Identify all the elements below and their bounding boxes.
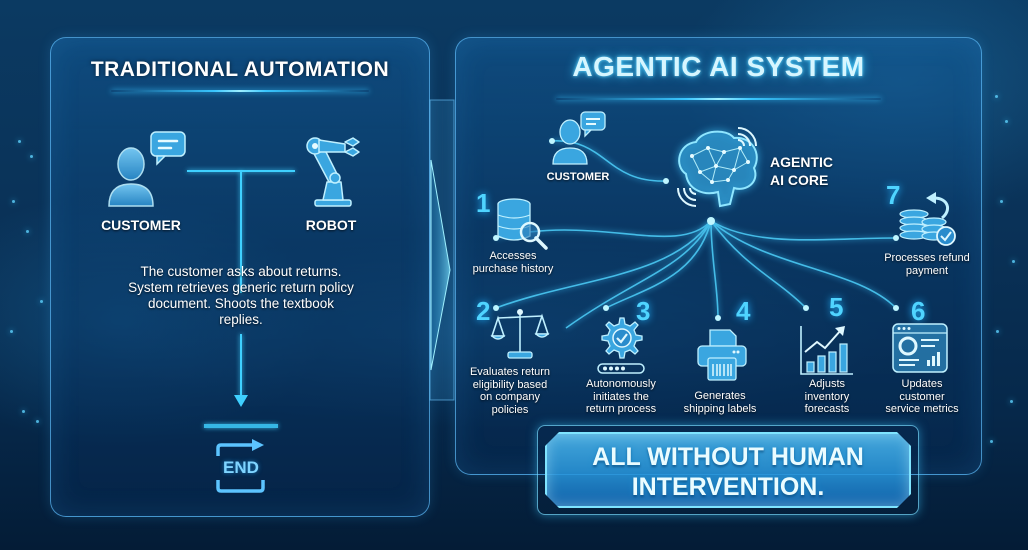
step-text-line: Accesses bbox=[489, 250, 537, 262]
step-text-line: payment bbox=[905, 264, 949, 277]
banner-text: ALL WITHOUT HUMAN INTERVENTION. bbox=[547, 442, 909, 502]
banner-line: INTERVENTION. bbox=[631, 473, 825, 501]
title-divider bbox=[556, 98, 881, 100]
step-number: 2 bbox=[476, 296, 491, 326]
step-number: 5 bbox=[829, 292, 844, 322]
core-label-line: AGENTIC bbox=[770, 154, 833, 170]
arrow-down-shaft bbox=[240, 334, 242, 398]
step-text-line: on company bbox=[480, 391, 540, 404]
step-text-line: eligibility based bbox=[472, 378, 548, 391]
step-text-line: purchase history bbox=[472, 262, 554, 275]
agentic-ai-panel: AGENTIC AI SYSTEM bbox=[455, 37, 982, 475]
title-divider bbox=[111, 90, 369, 92]
banner-line: ALL WITHOUT HUMAN bbox=[592, 443, 864, 471]
panel-title: AGENTIC AI SYSTEM bbox=[572, 51, 865, 82]
flow-lines bbox=[493, 138, 899, 329]
end-icon: END bbox=[214, 438, 268, 494]
customer-label: CUSTOMER bbox=[546, 171, 610, 183]
database-search-icon bbox=[494, 196, 550, 252]
step-number: 1 bbox=[476, 188, 491, 218]
end-label: END bbox=[223, 458, 259, 477]
step-text-line: Processes refund bbox=[884, 252, 970, 264]
chart-up-icon bbox=[799, 324, 855, 376]
gear-check-icon bbox=[592, 316, 648, 376]
step-text-line: inventory bbox=[804, 390, 850, 403]
signal-waves-icon bbox=[674, 184, 700, 210]
step-number: 6 bbox=[911, 296, 926, 326]
step-text-line: return process bbox=[585, 403, 657, 416]
step-text-line: Generates bbox=[694, 390, 746, 402]
description-line: replies. bbox=[219, 311, 263, 327]
step-2-description: Evaluates return eligibility based on co… bbox=[458, 366, 562, 417]
scales-icon bbox=[490, 306, 550, 362]
robot-label: ROBOT bbox=[305, 217, 357, 233]
step-text-line: Autonomously bbox=[586, 378, 656, 390]
step-4-description: Generates shipping labels bbox=[670, 390, 770, 415]
description-line: document. Shoots the textbook bbox=[147, 295, 335, 311]
step-6-description: Updates customer service metrics bbox=[872, 378, 972, 416]
customer-icon bbox=[99, 130, 189, 210]
connector-line-vertical bbox=[240, 171, 242, 293]
step-number: 3 bbox=[636, 296, 651, 326]
customer-icon bbox=[548, 110, 608, 170]
panel-title: TRADITIONAL AUTOMATION bbox=[90, 58, 390, 81]
step-text-line: Adjusts bbox=[808, 378, 846, 390]
core-label-line: AI CORE bbox=[770, 172, 829, 188]
agentic-core-label: AGENTIC AI CORE bbox=[770, 153, 850, 189]
dashboard-icon bbox=[891, 322, 949, 374]
coins-refund-icon bbox=[896, 192, 958, 248]
step-1-description: Accesses purchase history bbox=[458, 250, 568, 275]
step-text-line: customer bbox=[899, 390, 945, 403]
signal-waves-icon bbox=[734, 124, 760, 150]
description-line: System retrieves generic return policy bbox=[128, 279, 354, 295]
step-text-line: policies bbox=[491, 403, 529, 416]
step-number: 7 bbox=[886, 180, 901, 210]
step-3-description: Autonomously initiates the return proces… bbox=[568, 378, 674, 416]
step-text-line: Updates bbox=[901, 378, 943, 390]
arrow-down-icon bbox=[234, 394, 248, 407]
printer-icon bbox=[694, 328, 750, 384]
step-number: 4 bbox=[736, 296, 751, 326]
step-text-line: shipping labels bbox=[683, 402, 757, 415]
step-5-description: Adjusts inventory forecasts bbox=[782, 378, 872, 416]
robot-arm-icon bbox=[297, 130, 377, 210]
step-7-description: Processes refund payment bbox=[874, 252, 980, 277]
step-text-line: forecasts bbox=[804, 403, 850, 416]
traditional-description: The customer asks about returns. System … bbox=[91, 264, 391, 328]
traditional-automation-panel: TRADITIONAL AUTOMATION CUSTOMER bbox=[50, 37, 430, 517]
banner-frame bbox=[537, 425, 919, 515]
brain-network-icon bbox=[668, 126, 768, 218]
transition-chevron-icon bbox=[428, 99, 458, 401]
chat-bubble-icon bbox=[149, 130, 189, 166]
customer-label: CUSTOMER bbox=[101, 217, 181, 233]
all-without-human-intervention-banner: ALL WITHOUT HUMAN INTERVENTION. bbox=[545, 432, 911, 508]
end-bar bbox=[204, 424, 278, 428]
step-text-line: initiates the bbox=[593, 390, 649, 403]
description-line: The customer asks about returns. bbox=[140, 264, 342, 279]
step-text-line: Evaluates return bbox=[469, 366, 551, 378]
step-text-line: service metrics bbox=[885, 403, 959, 416]
